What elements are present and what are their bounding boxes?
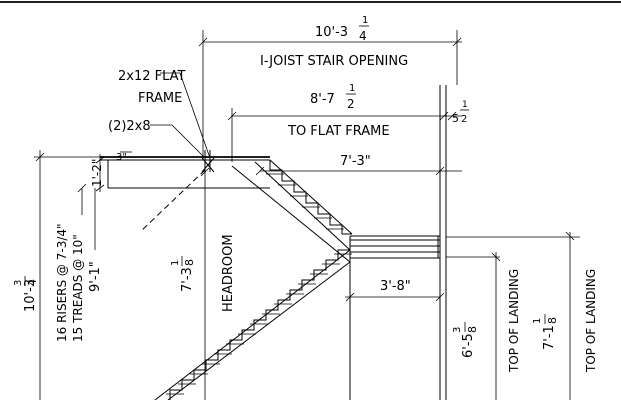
landing: 3'-8"	[345, 231, 580, 400]
flat-frame-label: TO FLAT FRAME	[287, 124, 390, 139]
opening-label: I-JOIST STAIR OPENING	[260, 54, 408, 69]
callout-flat-line1: 2x12 FLAT	[118, 69, 186, 84]
overall-width-frac-num: 1	[362, 15, 368, 26]
flat-frame-frac-num: 1	[349, 83, 355, 94]
callouts: 2x12 FLAT FRAME (2)2x8	[108, 69, 211, 159]
wall	[439, 85, 447, 400]
lower-stair-flight	[154, 249, 352, 400]
landing-top2-frac-den: 8	[546, 317, 559, 324]
right-dim-whole: 5	[452, 112, 459, 125]
upper-run-text: 7'-3"	[340, 154, 371, 169]
flat-frame-width-text: 8'-7	[310, 92, 335, 107]
landing-top-label: TOP OF LANDING	[507, 269, 521, 373]
landing-width-text: 3'-8"	[380, 279, 411, 294]
risers-label: 16 RISERS @ 7-3/4"	[55, 223, 69, 342]
total-rise-frac-num: 3	[13, 280, 24, 286]
landing-top2-frac-num: 1	[532, 318, 543, 324]
treads-label: 15 TREADS @ 10"	[71, 234, 85, 342]
landing-top2-label: TOP OF LANDING	[584, 269, 598, 373]
upper-rise-text: 9'-1"	[88, 261, 103, 292]
headroom-label: HEADROOM	[221, 234, 236, 312]
upper-stair-flight: 7'-3"	[231, 154, 462, 263]
right-dim-frac-num: 1	[462, 100, 468, 110]
total-rise-frac-den: 4	[26, 279, 39, 286]
floor-depth-text: 1'-2"	[90, 159, 104, 187]
landing-top-frac-den: 8	[466, 326, 479, 333]
total-rise-dimension: 10'-3 3 4 16 RISERS @ 7-3/4" 15 TREADS @…	[13, 150, 108, 400]
flat-frame-dimension: 8'-7 1 2 5 1 2 TO FLAT FRAME	[227, 83, 469, 162]
landing-top-frac-num: 3	[452, 327, 463, 333]
small-dim-text: 3"	[116, 152, 127, 163]
landing-top2-whole: 7'-1	[542, 325, 557, 350]
overall-width-dimension: 10'-3 1 4 I-JOIST STAIR OPENING	[198, 15, 462, 160]
headroom-dimension: 7'-3 1 8 HEADROOM	[139, 167, 236, 400]
landing-heights: 6'-5 3 8 TOP OF LANDING 7'-1 1 8 TOP OF …	[452, 269, 598, 373]
headroom-frac-den: 8	[183, 259, 196, 266]
overall-width-text: 10'-3	[315, 25, 348, 40]
right-dim-frac-den: 2	[461, 114, 467, 125]
flat-frame-frac-den: 2	[347, 97, 355, 111]
floor-framing: 3" 1'-2"	[90, 150, 270, 192]
overall-width-frac-den: 4	[359, 29, 367, 43]
landing-top-whole: 6'-5	[461, 333, 476, 358]
callout-2x8: (2)2x8	[108, 119, 151, 134]
callout-flat-line2: FRAME	[138, 91, 182, 106]
total-rise-whole: 10'-3	[23, 279, 38, 312]
headroom-whole: 7'-3	[180, 267, 195, 292]
headroom-frac-num: 1	[170, 260, 181, 266]
